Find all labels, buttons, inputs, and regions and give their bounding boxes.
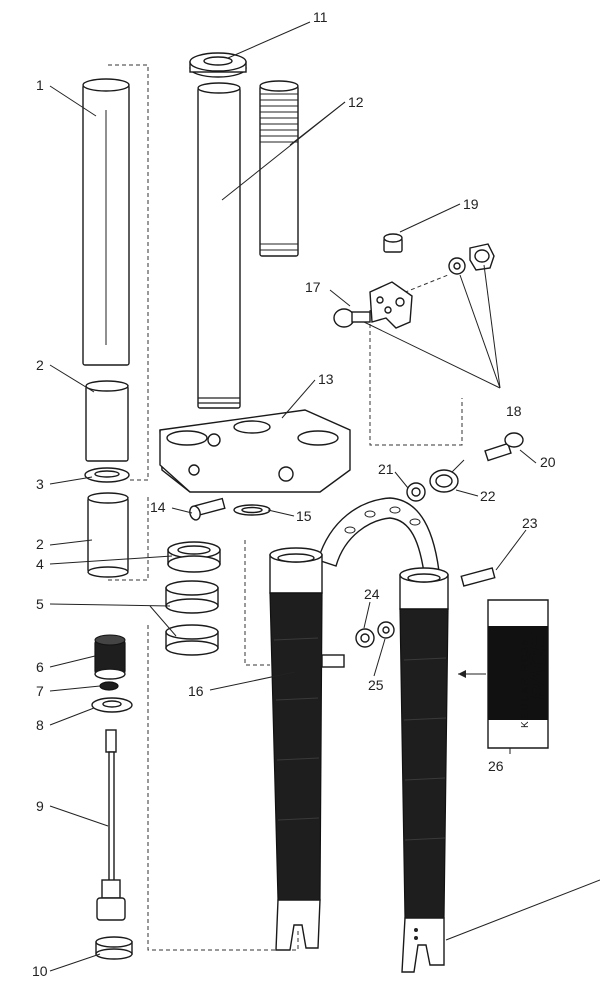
callout-2-lower: 2 (36, 536, 44, 552)
part-18-washer (448, 257, 466, 275)
part-9-damper-rod (96, 729, 126, 921)
part-5-bushing-upper (165, 580, 219, 614)
callout-6: 6 (36, 659, 44, 675)
part-1-stanchion-tube (82, 78, 130, 366)
callout-16: 16 (188, 683, 204, 699)
part-2-upper-bushing (85, 380, 129, 462)
callout-4: 4 (36, 556, 44, 572)
callout-22: 22 (480, 488, 496, 504)
callout-labels: 1 2 3 2 4 5 6 7 8 9 10 11 12 13 14 15 16… (32, 9, 556, 979)
callout-9: 9 (36, 798, 44, 814)
part-26-decal: PACE KEULAR RC35 (487, 599, 552, 749)
callout-12: 12 (348, 94, 364, 110)
part-2-lower-bushing (87, 492, 129, 578)
decal-logo-main: PACE (525, 634, 552, 700)
callout-5: 5 (36, 596, 44, 612)
part-7-nut (99, 681, 119, 691)
callout-7: 7 (36, 683, 44, 699)
callout-17: 17 (305, 279, 321, 295)
callout-23: 23 (522, 515, 538, 531)
callout-26: 26 (488, 758, 504, 774)
part-18-nut (469, 243, 495, 271)
part-21-bushing (406, 482, 426, 502)
callout-14: 14 (150, 499, 166, 515)
part-3-ring (84, 467, 130, 483)
leader-lines (49, 21, 600, 972)
part-6-adjuster-knob (94, 634, 126, 680)
part-23-stud (460, 567, 496, 587)
part-14-bolt (189, 497, 226, 521)
part-4-seal (167, 541, 221, 573)
decal-logo-sub: KEULAR RC35 (520, 638, 531, 728)
part-19-spacer (383, 233, 403, 253)
callout-2-upper: 2 (36, 357, 44, 373)
part-10-bottom-cap (95, 936, 133, 960)
part-11-top-cap (189, 52, 247, 78)
part-13-fork-crown (159, 409, 351, 493)
part-12-stanchion (197, 82, 241, 409)
part-24-washer (355, 628, 375, 648)
callout-1: 1 (36, 77, 44, 93)
callout-8: 8 (36, 717, 44, 733)
part-25-nut (377, 621, 395, 639)
part-17-brake-bracket (369, 281, 413, 329)
part-15-washer (233, 504, 271, 516)
callout-25: 25 (368, 677, 384, 693)
callout-3: 3 (36, 476, 44, 492)
part-22-return-spring (429, 459, 465, 493)
callout-10: 10 (32, 963, 48, 979)
callout-11: 11 (313, 9, 328, 25)
part-5-bushing-lower (165, 624, 219, 656)
part-20-bolt (484, 432, 524, 462)
part-17-pivot-bolt (333, 308, 371, 328)
callout-18: 18 (506, 403, 522, 419)
callout-19: 19 (463, 196, 479, 212)
part-16-lower-legs (269, 497, 449, 973)
part-12-threaded-tube (259, 80, 299, 257)
callout-20: 20 (540, 454, 556, 470)
callout-21: 21 (378, 461, 394, 477)
callout-24: 24 (364, 586, 380, 602)
callout-13: 13 (318, 371, 334, 387)
part-8-washer (91, 697, 133, 713)
callout-15: 15 (296, 508, 312, 524)
